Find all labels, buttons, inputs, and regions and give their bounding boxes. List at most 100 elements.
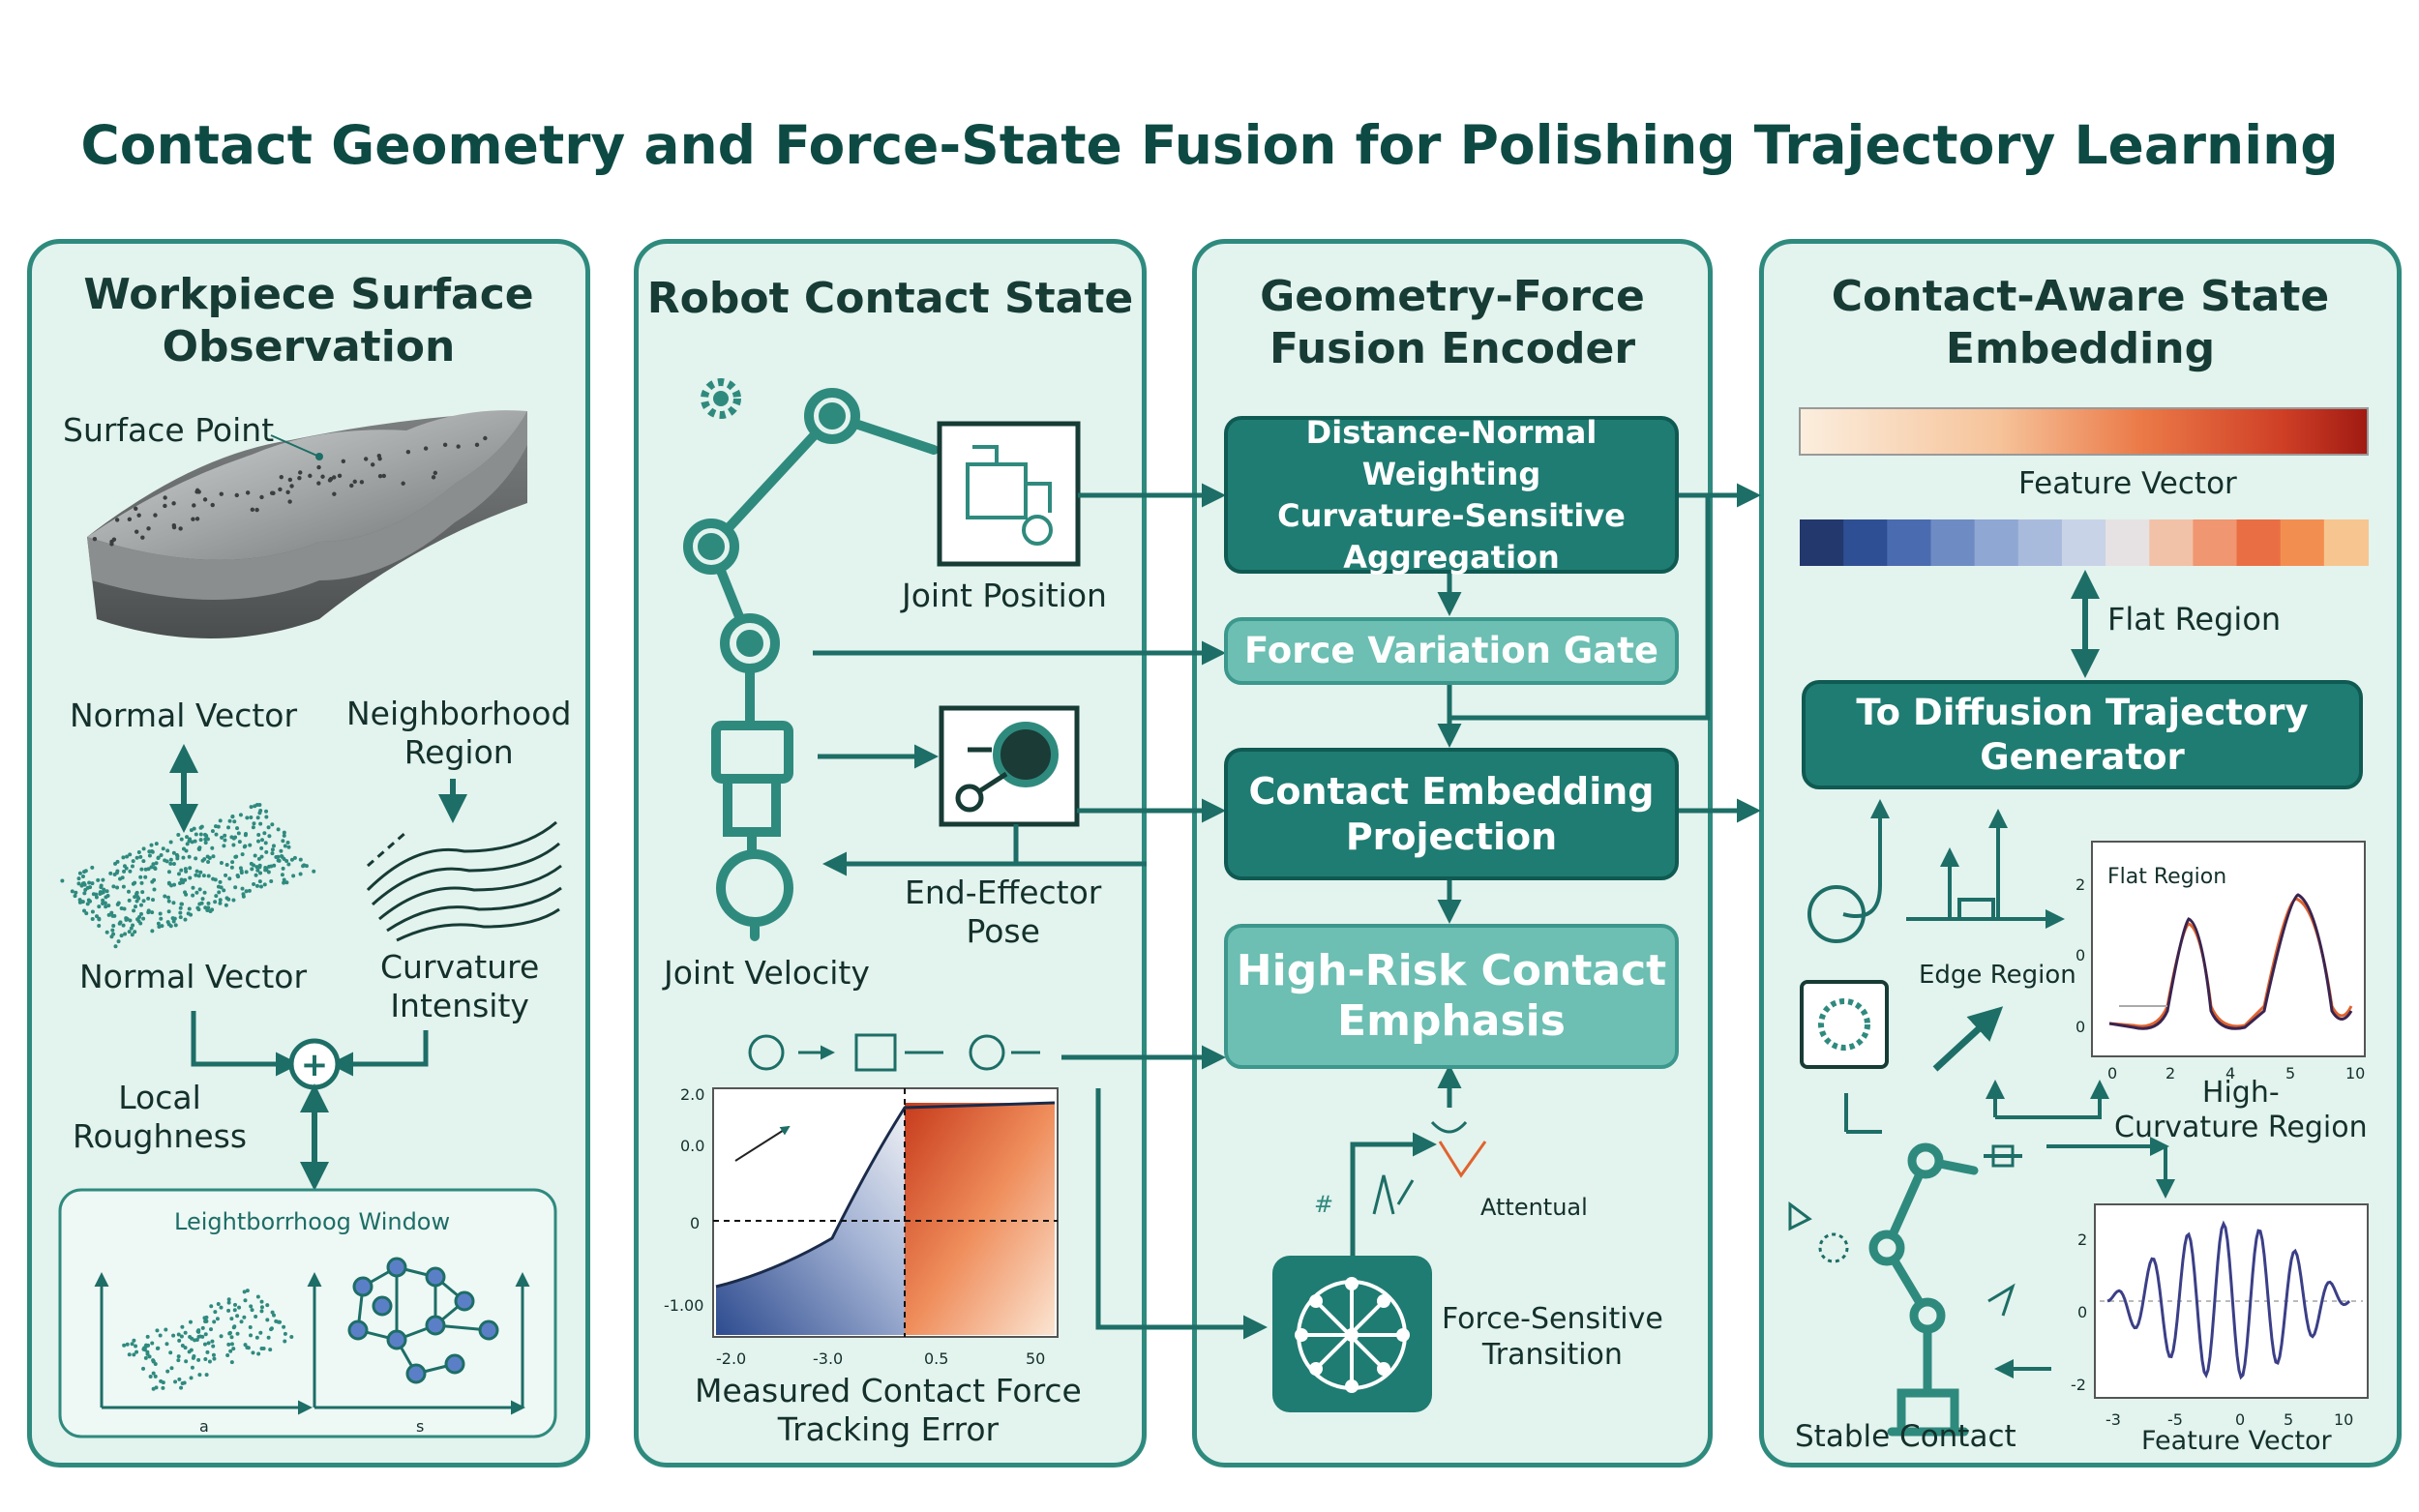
local-line1: Local	[118, 1079, 201, 1116]
block4-line2: Emphasis	[1337, 996, 1566, 1046]
feature-vector-plot	[2094, 1203, 2369, 1399]
workpiece-surface-3d	[87, 410, 527, 638]
neighborhood-graph	[347, 1257, 499, 1384]
chart-y-tick: -1.00	[664, 1296, 704, 1315]
end-effector-pose-label: End-Effector Pose	[905, 874, 1101, 951]
block1-line1: Distance-Normal Weighting	[1305, 413, 1598, 492]
high-curvature-region-label: High- Curvature Region	[2114, 1076, 2368, 1145]
plot2-x-tick: 10	[2334, 1410, 2354, 1429]
curvature-intensity-label: Curvature Intensity	[380, 948, 539, 1025]
plot1-x-tick: 5	[2285, 1064, 2296, 1082]
plot1-x-tick: 2	[2165, 1064, 2176, 1082]
panel4-title-line1: Contact-Aware State	[1831, 272, 2330, 321]
chart-y-tick: 0.0	[680, 1137, 705, 1155]
block1-line2: Curvature-Sensitive	[1277, 496, 1626, 534]
local-roughness-label: Local Roughness	[73, 1079, 247, 1156]
distance-normal-weighting-block: Distance-Normal Weighting Curvature-Sens…	[1224, 414, 1679, 576]
high-curvature-line2: Curvature Region	[2114, 1111, 2368, 1144]
window-tick-b: s	[416, 1417, 425, 1436]
panel2-title: Robot Contact State	[646, 274, 1134, 323]
chart-caption: Measured Contact Force Tracking Error	[695, 1372, 1082, 1449]
flat-region-arrow-label: Flat Region	[2107, 601, 2282, 637]
stable-contact-label: Stable Contact	[1795, 1419, 2016, 1454]
chart-x-tick: 0.5	[924, 1349, 949, 1368]
plot1-x-tick: 4	[2225, 1064, 2236, 1082]
panel1-title-line2: Observation	[162, 322, 456, 371]
plot2-y-tick: 0	[2077, 1303, 2088, 1321]
high-curvature-line1: High-	[2201, 1076, 2280, 1110]
block1-line3: Aggregation	[1343, 538, 1560, 576]
contact-embedding-projection-block: Contact Embedding Projection	[1224, 748, 1679, 880]
chart-caption-line2: Tracking Error	[777, 1410, 1000, 1448]
network-icon	[1272, 1256, 1432, 1412]
force-variation-gate-block: Force Variation Gate	[1224, 617, 1679, 685]
formula-icons	[748, 1033, 1040, 1072]
panel1-title-line1: Workpiece Surface	[83, 270, 534, 319]
block3-line1: Contact Embedding	[1248, 769, 1655, 813]
surface-points	[92, 435, 488, 547]
plot1-y-tick: 0	[2076, 946, 2086, 964]
panel3-title: Geometry-Force Fusion Encoder	[1192, 271, 1713, 375]
plot2-x-tick: -3	[2105, 1410, 2121, 1429]
end-effector-line1: End-Effector	[905, 874, 1102, 911]
chart-x-tick: -3.0	[813, 1349, 844, 1368]
force-sensitive-transition-label: Force-Sensitive Transition	[1442, 1301, 1663, 1373]
joint-velocity-label: Joint Velocity	[664, 954, 870, 992]
diagram-title: Contact Geometry and Force-State Fusion …	[80, 114, 2339, 176]
plot1-x-tick: 0	[2107, 1064, 2118, 1082]
contact-force-chart	[712, 1087, 1059, 1338]
plot2-y-tick: -2	[2071, 1376, 2086, 1394]
robot-arm-small-icon	[1868, 1142, 1979, 1437]
transition-line2: Transition	[1481, 1338, 1623, 1372]
panel4-title: Contact-Aware State Embedding	[1759, 271, 2402, 375]
attention-icons	[1372, 1120, 1487, 1215]
hash-symbol: #	[1314, 1191, 1334, 1218]
panel4-title-line2: Embedding	[1945, 324, 2216, 373]
normal-vector-top-label: Normal Vector	[70, 697, 298, 734]
sensor-icon	[1800, 980, 1889, 1069]
plot1-legend: Flat Region	[2107, 865, 2227, 889]
end-effector-line2: Pose	[966, 912, 1040, 950]
curvature-line1: Curvature	[380, 948, 540, 986]
normal-vector-bottom-label: Normal Vector	[79, 958, 308, 995]
neighborhood-region-label: Neighborhood Region	[346, 695, 571, 772]
generator-line1: To Diffusion Trajectory	[1856, 691, 2309, 733]
plot2-x-tick: -5	[2167, 1410, 2183, 1429]
panel3-title-line1: Geometry-Force	[1260, 272, 1645, 321]
neighborhood-line1: Neighborhood	[346, 695, 572, 732]
joint-position-label: Joint Position	[902, 577, 1107, 614]
chart-x-tick: -2.0	[716, 1349, 747, 1368]
block3-line2: Projection	[1345, 815, 1558, 858]
curvature-line2: Intensity	[390, 987, 529, 1024]
block4-line1: High-Risk Contact	[1236, 946, 1667, 995]
robot-arm-icon	[683, 388, 939, 941]
gear-icon	[701, 378, 741, 419]
window-tick-a: a	[199, 1417, 209, 1436]
chart-y-tick: 0	[690, 1214, 701, 1232]
plot2-y-tick: 2	[2077, 1230, 2088, 1249]
feature-vector-top-label: Feature Vector	[2018, 466, 2237, 501]
surface-point-label: Surface Point	[63, 411, 275, 449]
chart-y-tick: 2.0	[680, 1085, 705, 1104]
flat-region-plot	[2091, 841, 2366, 1057]
to-diffusion-generator-block: To Diffusion Trajectory Generator	[1802, 680, 2363, 789]
feature-vector-warm-bar	[1799, 407, 2369, 456]
point-cloud-patch	[60, 803, 316, 949]
panel1-title: Workpiece Surface Observation	[27, 269, 590, 373]
high-risk-contact-emphasis-block: High-Risk Contact Emphasis	[1224, 924, 1679, 1069]
transition-line1: Force-Sensitive	[1442, 1302, 1663, 1336]
attention-label: Attentual	[1480, 1194, 1588, 1221]
svg-text:+: +	[301, 1046, 329, 1084]
window-label: Leightborrhoog Window	[174, 1208, 451, 1235]
plot1-y-tick: 2	[2076, 875, 2086, 894]
edge-region-label: Edge Region	[1919, 961, 2076, 990]
generator-line2: Generator	[1980, 735, 2185, 778]
feature-vector-bottom-label: Feature Vector	[2141, 1426, 2332, 1456]
panel3-title-line2: Fusion Encoder	[1269, 324, 1636, 373]
chart-x-tick: 50	[1026, 1349, 1046, 1368]
plot2-x-tick: 0	[2235, 1410, 2246, 1429]
plot2-x-tick: 5	[2284, 1410, 2294, 1429]
joint-position-icon	[937, 421, 1081, 567]
plot1-y-tick: 0	[2076, 1018, 2086, 1036]
